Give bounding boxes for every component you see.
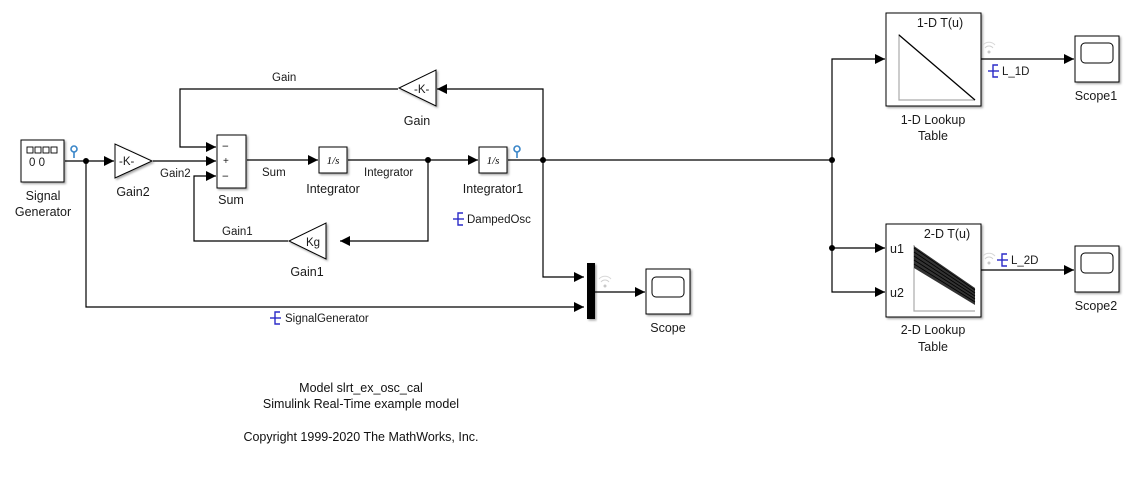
branch-point [540,157,546,163]
wire-integrator1-gain[interactable] [437,84,544,160]
wire-bus-lookup2d-u2[interactable] [831,248,885,297]
branch-point [425,157,431,163]
lookup-1d-plot-icon [898,34,976,101]
gain2-glyph: -K- [119,156,135,168]
testpoint-icon [513,145,521,158]
integrator-label: Integrator [306,182,360,196]
wire-gain-sum[interactable] [179,88,398,152]
wire-integrator-gain1[interactable] [340,160,429,246]
scope2-label: Scope2 [1075,299,1117,313]
integrator1-block[interactable]: 1/s Integrator1 [463,146,524,196]
logged-signal-l-2d: L_2D [997,253,1039,267]
lookup-1d-title: 1-D T(u) [917,16,963,30]
gain1-block[interactable]: Kg Gain1 [287,222,327,279]
gain2-block[interactable]: -K- Gain2 [114,143,154,199]
branch-point [829,157,835,163]
integrator-glyph: 1/s [327,155,340,167]
wire-integrator1-mux[interactable] [542,160,584,282]
scope1-label: Scope1 [1075,89,1117,103]
scope2-block[interactable]: Scope2 [1074,245,1120,313]
lookup-2d-title: 2-D T(u) [924,227,970,241]
scope-label: Scope [650,321,685,335]
branch-point [83,158,89,164]
logged-signal-damped-osc: DampedOsc [453,212,531,226]
signal-label-integrator: Integrator [364,167,413,179]
lookup-2d-label: 2-D Lookup [901,323,966,337]
signal-label-gain: Gain [272,72,296,84]
lookup-2d-port-u2: u2 [890,286,904,300]
annotation-copyright: Copyright 1999-2020 The MathWorks, Inc. [243,430,478,444]
gain2-label: Gain2 [116,185,149,199]
sum-sign-1: − [222,141,229,153]
wire-bus-lookup2d-u1[interactable] [831,160,885,253]
lookup-2d-block[interactable]: 2-D T(u) u1 u2 2-D Lookup Table [885,223,982,354]
lookup-2d-plot-icon [913,245,976,312]
integrator1-glyph: 1/s [487,155,500,167]
lookup-2d-label-2: Table [918,340,948,354]
signal-label-gain1: Gain1 [222,226,253,238]
stream-icon [982,252,996,265]
scope-block[interactable]: Scope [645,268,691,335]
lookup-1d-label: 1-D Lookup [901,113,966,127]
wire-gain1-sum[interactable] [193,171,288,242]
gain-glyph: -K- [414,84,430,96]
lookup-2d-port-u1: u1 [890,242,904,256]
annotation-description: Simulink Real-Time example model [263,397,459,411]
logged-signal-signal-generator: SignalGenerator [270,311,369,325]
integrator-block[interactable]: 1/s Integrator [306,146,360,196]
signal-logging-icon [270,311,281,325]
wire-siggen-mux[interactable] [85,161,584,312]
signal-label-sum: Sum [262,167,286,179]
signal-generator-label-2: Generator [15,205,71,219]
annotation-model-name: Model slrt_ex_osc_cal [299,381,423,395]
signal-generator-block[interactable]: 0 0 Signal Generator [15,139,71,219]
sum-label: Sum [218,193,244,207]
branch-point [829,245,835,251]
gain1-glyph: Kg [306,237,320,249]
scope1-block[interactable]: Scope1 [1074,35,1120,103]
logged-signal-name: SignalGenerator [285,313,369,325]
gain-block[interactable]: -K- Gain [397,69,437,128]
signal-logging-icon [453,212,464,226]
scope-screen-icon [651,276,685,298]
signal-logging-icon [988,64,999,78]
signal-generator-display: 0 0 [29,157,45,169]
logged-signal-l-1d: L_1D [988,64,1030,78]
gain-label: Gain [404,114,430,128]
lookup-1d-block[interactable]: 1-D T(u) 1-D Lookup Table [885,12,982,143]
sum-block[interactable]: − + − Sum [216,134,247,207]
gain1-label: Gain1 [290,265,323,279]
integrator1-label: Integrator1 [463,182,524,196]
signal-generator-label: Signal [26,189,61,203]
stream-icon [598,275,612,288]
branch-points [83,157,835,251]
stream-icon [982,41,996,54]
sum-sign-3: − [222,171,229,183]
mux-block[interactable] [587,263,595,319]
model-annotation[interactable]: Model slrt_ex_osc_cal Simulink Real-Time… [243,381,478,444]
signal-generator-icon [26,146,58,154]
logged-signal-name: DampedOsc [467,214,531,226]
signal-label-gain2: Gain2 [160,168,191,180]
scope-screen-icon [1080,42,1114,64]
sum-sign-2: + [223,156,229,167]
logged-signal-name: L_1D [1002,66,1030,78]
scope-screen-icon [1080,252,1114,274]
signal-logging-icon [997,253,1008,267]
wire-bus-lookup1d[interactable] [831,54,885,160]
lookup-1d-label-2: Table [918,129,948,143]
logged-signal-name: L_2D [1011,255,1039,267]
testpoint-icon [70,145,78,158]
